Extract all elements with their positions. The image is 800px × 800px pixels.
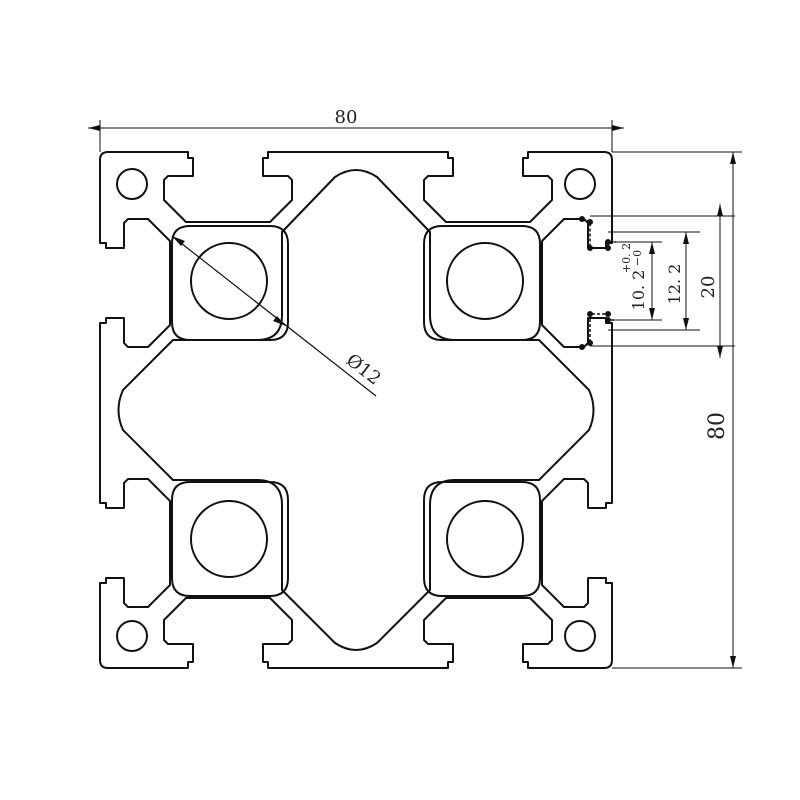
channel-top-right — [423, 225, 541, 341]
dimension-slot-pitch: 20 — [590, 204, 735, 358]
corner-hole-top-right — [564, 168, 596, 200]
corner-hole-bottom-left — [116, 620, 148, 652]
overall-height-label: 80 — [705, 412, 730, 440]
hole-bottom-left — [190, 500, 268, 578]
hole-bottom-right — [446, 500, 524, 578]
hole-diameter-label: Ø12 — [342, 350, 385, 390]
dimension-slot-opening: 12. 2 — [608, 231, 700, 331]
slot-tolerance-upper: +0. 2 — [620, 243, 633, 273]
dimension-overall-height: 80 — [612, 151, 742, 669]
dimension-slot-width: 10. 2 +0. 2 −0 — [608, 241, 662, 321]
slot-width-label: 10. 2 — [629, 270, 648, 311]
overall-width-label: 80 — [335, 107, 358, 128]
corner-hole-top-left — [116, 168, 148, 200]
channel-bottom-right — [423, 481, 541, 597]
hole-top-left — [190, 242, 268, 320]
slot-tolerance-lower: −0 — [631, 250, 644, 266]
profile-inner-hollow — [117, 169, 595, 651]
dimension-overall-width: 80 — [88, 107, 624, 152]
dimension-hole-diameter: Ø12 — [171, 235, 385, 397]
slot-opening-label: 12. 2 — [665, 264, 684, 305]
hole-top-right — [446, 242, 524, 320]
corner-hole-bottom-right — [564, 620, 596, 652]
profile-outer-contour — [99, 151, 613, 669]
channel-bottom-left — [171, 481, 289, 597]
slot-pitch-label: 20 — [698, 276, 719, 299]
slot-detail — [579, 216, 616, 350]
